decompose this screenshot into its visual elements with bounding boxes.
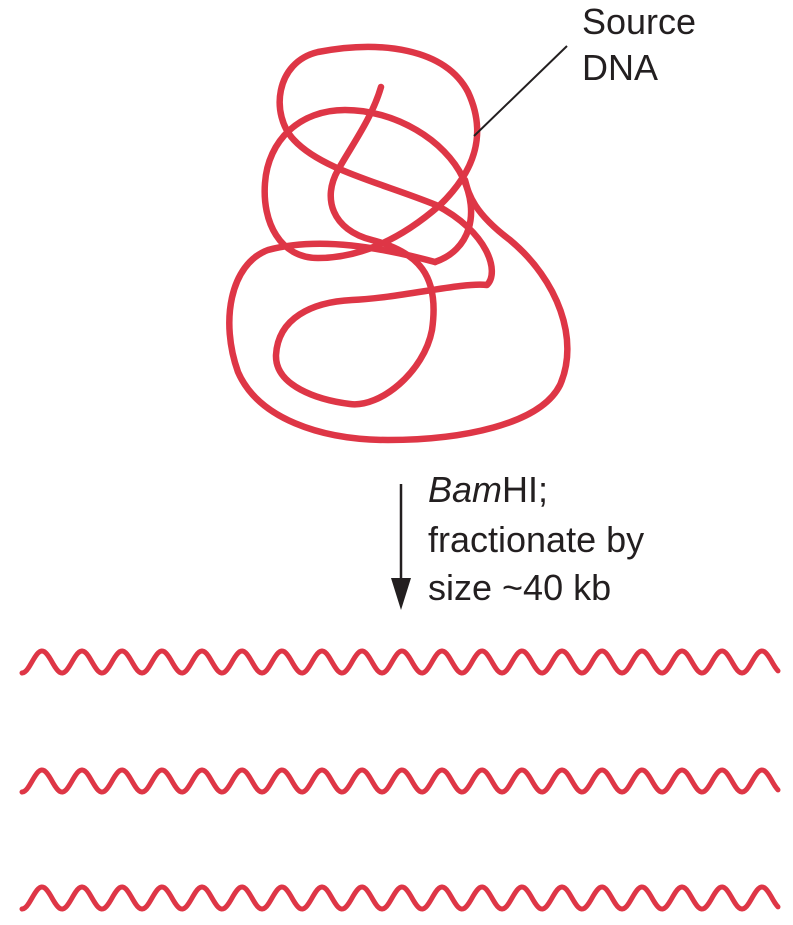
enzyme-name-italic: Bam xyxy=(428,469,502,510)
step-label-line3: size ~40 kb xyxy=(428,567,611,608)
dna-fragment-2 xyxy=(22,770,778,792)
dna-fragment-1 xyxy=(22,651,778,673)
digest-arrow xyxy=(391,484,411,610)
enzyme-name-rest: HI; xyxy=(502,469,548,510)
step-label-line2: fractionate by xyxy=(428,519,644,560)
source-dna-leader-line xyxy=(474,46,567,136)
source-dna-label-line2: DNA xyxy=(582,47,658,88)
step-label-line1: BamHI; xyxy=(428,469,548,510)
dna-fragment-3 xyxy=(22,887,778,909)
source-dna-coil xyxy=(229,47,567,440)
source-dna-label-line1: Source xyxy=(582,1,696,42)
dna-fragments xyxy=(22,651,778,909)
